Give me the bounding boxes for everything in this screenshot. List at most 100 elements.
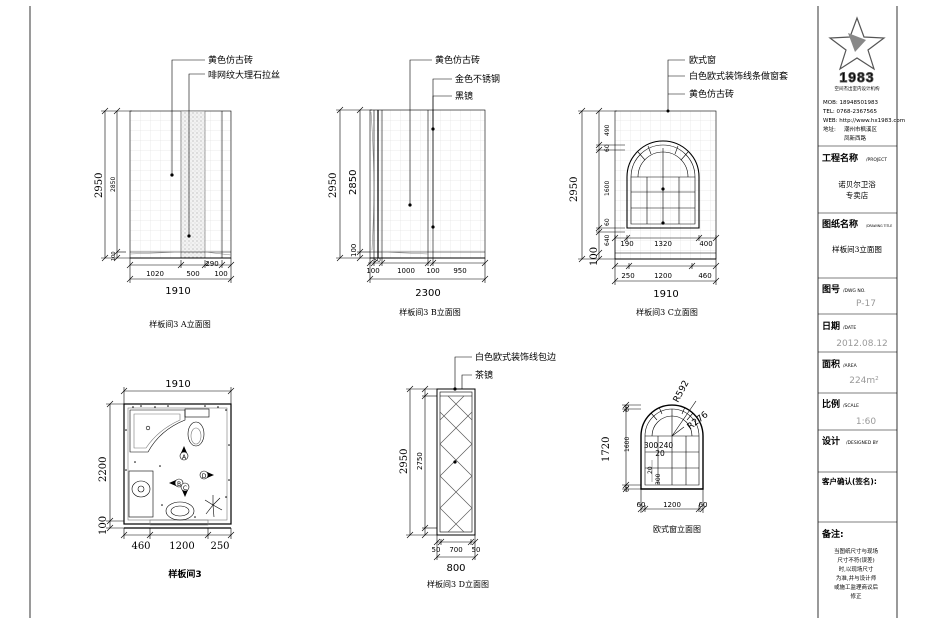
scale-value: 1:60 <box>856 417 876 427</box>
dim-label: 1600 <box>624 437 631 452</box>
dim-label: 290 <box>205 260 218 268</box>
field-designer: 设计 /DESIGNED BY <box>822 435 878 447</box>
note-label: 黄色仿古砖 <box>435 54 480 66</box>
star-logo-icon <box>828 16 886 71</box>
dim-label: 100 <box>366 267 379 275</box>
dim-label: 50 <box>373 257 381 264</box>
note-label: 黄色仿古砖 <box>689 88 734 100</box>
date-label-en: /DATE <box>843 325 856 331</box>
view-caption: 样板间3 A立面图 <box>149 319 210 329</box>
elevation-b-text: 黄色仿古砖 金色不锈钢 黑镜 2950 2850 100 50 100 1000… <box>328 54 500 317</box>
dim-label: 240 <box>659 441 674 450</box>
drawing-name: 样板间3立面图 <box>832 244 882 254</box>
no-value: P-17 <box>856 299 876 309</box>
mob-text: MOB: 18948501983 <box>823 100 878 106</box>
dim-label: 2200 <box>98 457 109 482</box>
elevation-d-text: 白色欧式装饰线包边 茶镜 2950 2750 50 700 50 800 样板间… <box>399 351 556 589</box>
note-label: 啡网纹大理石拉丝 <box>208 69 280 81</box>
dim-label: 190 <box>620 240 633 248</box>
view-caption: 样板间3 C立面图 <box>636 307 698 317</box>
note-label: 茶镜 <box>475 369 493 381</box>
date-value: 2012.08.12 <box>836 339 888 349</box>
dim-label: 2950 <box>94 173 105 198</box>
dim-label: 490 <box>604 124 611 136</box>
title-block: 1983 空间杰出室内设计机构 MOB: 18948501983 TEL: 07… <box>818 16 905 600</box>
logo: 1983 空间杰出室内设计机构 <box>828 16 886 92</box>
dim-label: 60 <box>604 218 611 226</box>
view-caption: 样板间3 B立面图 <box>399 307 461 317</box>
dim-label: 100 <box>350 244 358 257</box>
dim-label: 1910 <box>165 379 190 390</box>
dim-label: 300 <box>655 473 662 485</box>
design-label-en: /DESIGNED BY <box>846 440 878 446</box>
view-marker-c <box>180 482 190 497</box>
logo-subtitle: 空间杰出室内设计机构 <box>835 85 880 92</box>
dim-label: 2750 <box>416 452 424 470</box>
note-label: 黄色仿古砖 <box>208 54 253 66</box>
dim-label: 1910 <box>653 289 678 300</box>
title-block-lines <box>818 145 897 523</box>
notes-line: 时,以现场尺寸 <box>839 565 874 573</box>
drawing-label: 图纸名称 <box>822 218 858 230</box>
dim-label: 1200 <box>169 541 194 552</box>
view-marker-a <box>179 446 189 461</box>
dim-label: 950 <box>453 267 466 275</box>
drawing-label-en: /DRAWING TITLE <box>866 224 892 228</box>
field-drawing-no: 图号 /DWG NO. P-17 <box>822 284 876 309</box>
elevation-c <box>578 59 720 285</box>
dim-label: 20 <box>647 466 654 474</box>
area-label-en: /AREA <box>843 363 858 369</box>
field-project: 工程名称 /PROJECT 诺贝尔卫浴 专卖店 <box>822 152 887 200</box>
field-scale: 比例 /SCALE 1:60 <box>822 398 876 427</box>
dim-label: 50 <box>432 546 441 554</box>
area-value: 224m² <box>849 376 879 386</box>
dim-label: 100 <box>214 270 227 278</box>
addr-label: 地址: <box>823 125 836 133</box>
logo-text: 1983 <box>839 69 874 85</box>
dim-label: 400 <box>699 240 712 248</box>
dim-label: 300 <box>644 441 659 450</box>
client-label: 客户确认(签名): <box>821 476 877 486</box>
dim-label: 1910 <box>165 286 190 297</box>
dim-label: 1600 <box>604 181 611 196</box>
notes-label: 备注: <box>821 528 844 540</box>
tel-text: TEL: 0768-2367565 <box>822 109 877 115</box>
design-label: 设计 <box>822 435 840 447</box>
dim-label: 250 <box>210 541 229 552</box>
dim-label: 60 <box>624 484 631 492</box>
sheet-frame <box>29 6 898 618</box>
dim-label: 1320 <box>654 240 672 248</box>
dim-label: 500 <box>186 270 199 278</box>
dim-label: 20 <box>655 449 665 458</box>
field-area: 面积 /AREA 224m² <box>822 358 879 386</box>
dim-label: 1200 <box>654 272 672 280</box>
elevation-b <box>336 59 489 283</box>
dim-label: 640 <box>604 234 611 246</box>
marker-letter: C <box>183 485 187 492</box>
dim-label: 1000 <box>397 267 415 275</box>
elevation-c-text: 欧式窗 白色欧式装饰线条做窗套 黄色仿古砖 2950 100 640 60 16… <box>569 54 788 317</box>
project-name-line1: 诺贝尔卫浴 <box>838 179 876 189</box>
dim-label: 2300 <box>415 288 440 299</box>
date-label: 日期 <box>822 320 840 332</box>
note-label: 欧式窗 <box>689 54 716 66</box>
dim-label: 100 <box>98 516 109 535</box>
area-label: 面积 <box>822 358 840 370</box>
radius-label: R592 <box>672 379 692 404</box>
notes-line: 修正 <box>850 592 862 600</box>
elevation-d <box>406 356 479 561</box>
floor-plan <box>106 387 235 539</box>
project-label-en: /PROJECT <box>866 157 887 163</box>
note-label: 黑镜 <box>455 90 473 102</box>
notes-line: 尺寸不符(误差) <box>837 556 874 564</box>
elevation-a <box>101 59 235 283</box>
project-name-line2: 专卖店 <box>846 190 869 200</box>
dim-label: 2950 <box>399 449 410 474</box>
contact-info: MOB: 18948501983 TEL: 0768-2367565 WEB: … <box>822 100 905 142</box>
dim-label: 50 <box>472 546 481 554</box>
dim-label: 1020 <box>146 270 164 278</box>
dim-label: 2850 <box>348 170 359 195</box>
dim-label: 800 <box>446 563 465 574</box>
dim-label: 1200 <box>663 501 681 509</box>
